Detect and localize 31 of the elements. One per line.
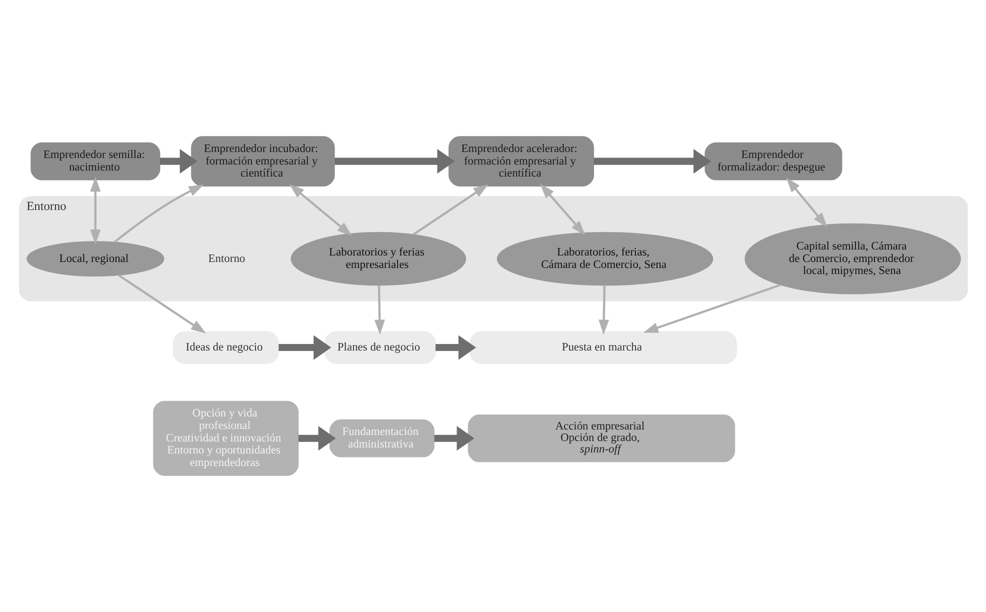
node-box: Opción y vida profesional Creatividad e innovación Entorno y oportunidades emprendedoras <box>152 400 298 476</box>
node-box: Puesta en marcha <box>469 331 736 364</box>
node-ellipse: Laboratorios, ferias, Cámara de Comercio, Sena <box>496 232 713 286</box>
arrow <box>298 426 336 451</box>
node-box: Acción empresarial Opción de grado, spinn-off <box>467 414 735 462</box>
node-ellipse: Local, regional <box>26 241 164 277</box>
arrow <box>598 285 609 335</box>
node-box: Ideas de negocio <box>172 331 278 364</box>
node-ellipse: Laboratorios y ferias empresariales <box>290 232 466 286</box>
node-box: Emprendedor semilla: nacimiento <box>30 142 160 180</box>
arrow <box>540 184 585 236</box>
node-box: Emprendedor formalizador: despegue <box>704 142 842 180</box>
arrow <box>114 184 204 243</box>
node-box: Fundamentación administrativa <box>329 419 434 458</box>
arrow <box>786 177 827 228</box>
arrow <box>435 335 476 360</box>
arrow <box>159 148 197 174</box>
arrow <box>118 274 206 334</box>
arrow <box>90 176 100 245</box>
arrow <box>642 284 780 333</box>
arrow <box>334 148 454 174</box>
arrow <box>412 184 488 236</box>
node-box: Emprendedor incubador: formación empresarial y científica <box>190 136 334 186</box>
arrow <box>278 335 331 360</box>
node-box: Planes de negocio <box>324 331 436 364</box>
arrow <box>434 426 474 451</box>
arrow <box>288 184 352 236</box>
node-box: Emprendedor acelerador: formación empresarial y científica <box>448 136 594 186</box>
node-ellipse: Capital semilla, Cámara de Comercio, emprendedor local, mipymes, Sena <box>744 223 960 294</box>
arrow <box>593 148 711 174</box>
arrow <box>374 285 384 335</box>
